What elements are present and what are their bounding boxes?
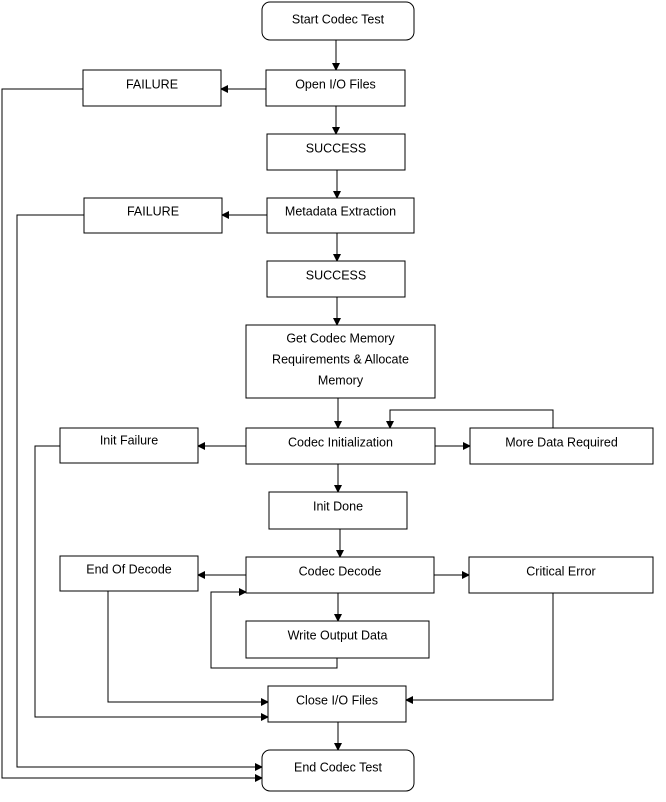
get-memory-label-line1: Get Codec Memory xyxy=(286,331,395,345)
success-open-node: SUCCESS xyxy=(266,133,406,171)
failure-meta-label: FAILURE xyxy=(127,204,179,218)
close-files-node: Close I/O Files xyxy=(267,685,407,723)
init-failure-node: Init Failure xyxy=(59,427,199,464)
end-node: End Codec Test xyxy=(261,749,415,792)
codec-decode-label: Codec Decode xyxy=(299,564,382,578)
critical-error-node: Critical Error xyxy=(468,556,654,594)
init-done-label: Init Done xyxy=(313,499,363,513)
arrow-endofdecode-to-close xyxy=(107,591,269,706)
more-data-node: More Data Required xyxy=(469,427,654,465)
arrow-moredata-loop-to-init xyxy=(386,409,554,429)
codec-decode-node: Codec Decode xyxy=(245,556,435,594)
success-open-label: SUCCESS xyxy=(306,141,366,155)
end-of-decode-node: End Of Decode xyxy=(59,555,199,592)
codec-init-label: Codec Initialization xyxy=(288,435,393,449)
metadata-label: Metadata Extraction xyxy=(285,204,396,218)
arrow-metafailure-to-end xyxy=(16,214,263,771)
write-output-label: Write Output Data xyxy=(288,628,388,642)
success-meta-node: SUCCESS xyxy=(266,260,406,298)
open-files-label: Open I/O Files xyxy=(295,77,376,91)
start-node: Start Codec Test xyxy=(261,1,415,41)
failure-open-label: FAILURE xyxy=(126,77,178,91)
codec-init-node: Codec Initialization xyxy=(245,427,436,465)
get-memory-node: Get Codec Memory Requirements & Allocate… xyxy=(245,324,436,399)
more-data-label: More Data Required xyxy=(505,435,618,449)
open-files-node: Open I/O Files xyxy=(265,69,406,107)
end-of-decode-label: End Of Decode xyxy=(86,562,172,576)
failure-meta-node: FAILURE xyxy=(83,197,223,234)
connectors xyxy=(1,40,554,782)
arrow-writeoutput-loop-to-decode xyxy=(210,588,338,669)
init-done-node: Init Done xyxy=(268,491,408,530)
critical-error-label: Critical Error xyxy=(526,564,595,578)
arrow-criticalerror-to-close xyxy=(405,593,554,704)
init-failure-label: Init Failure xyxy=(100,433,158,447)
end-label: End Codec Test xyxy=(294,760,383,774)
failure-open-node: FAILURE xyxy=(82,69,222,107)
success-meta-label: SUCCESS xyxy=(306,268,366,282)
get-memory-label-line2: Requirements & Allocate xyxy=(272,352,409,366)
arrow-openfailure-to-end xyxy=(1,88,263,782)
get-memory-label-line3: Memory xyxy=(318,373,364,387)
close-files-label: Close I/O Files xyxy=(296,693,378,707)
write-output-node: Write Output Data xyxy=(245,620,430,659)
arrow-initfailure-to-close xyxy=(34,445,269,721)
start-label: Start Codec Test xyxy=(292,12,385,26)
metadata-node: Metadata Extraction xyxy=(266,197,415,234)
